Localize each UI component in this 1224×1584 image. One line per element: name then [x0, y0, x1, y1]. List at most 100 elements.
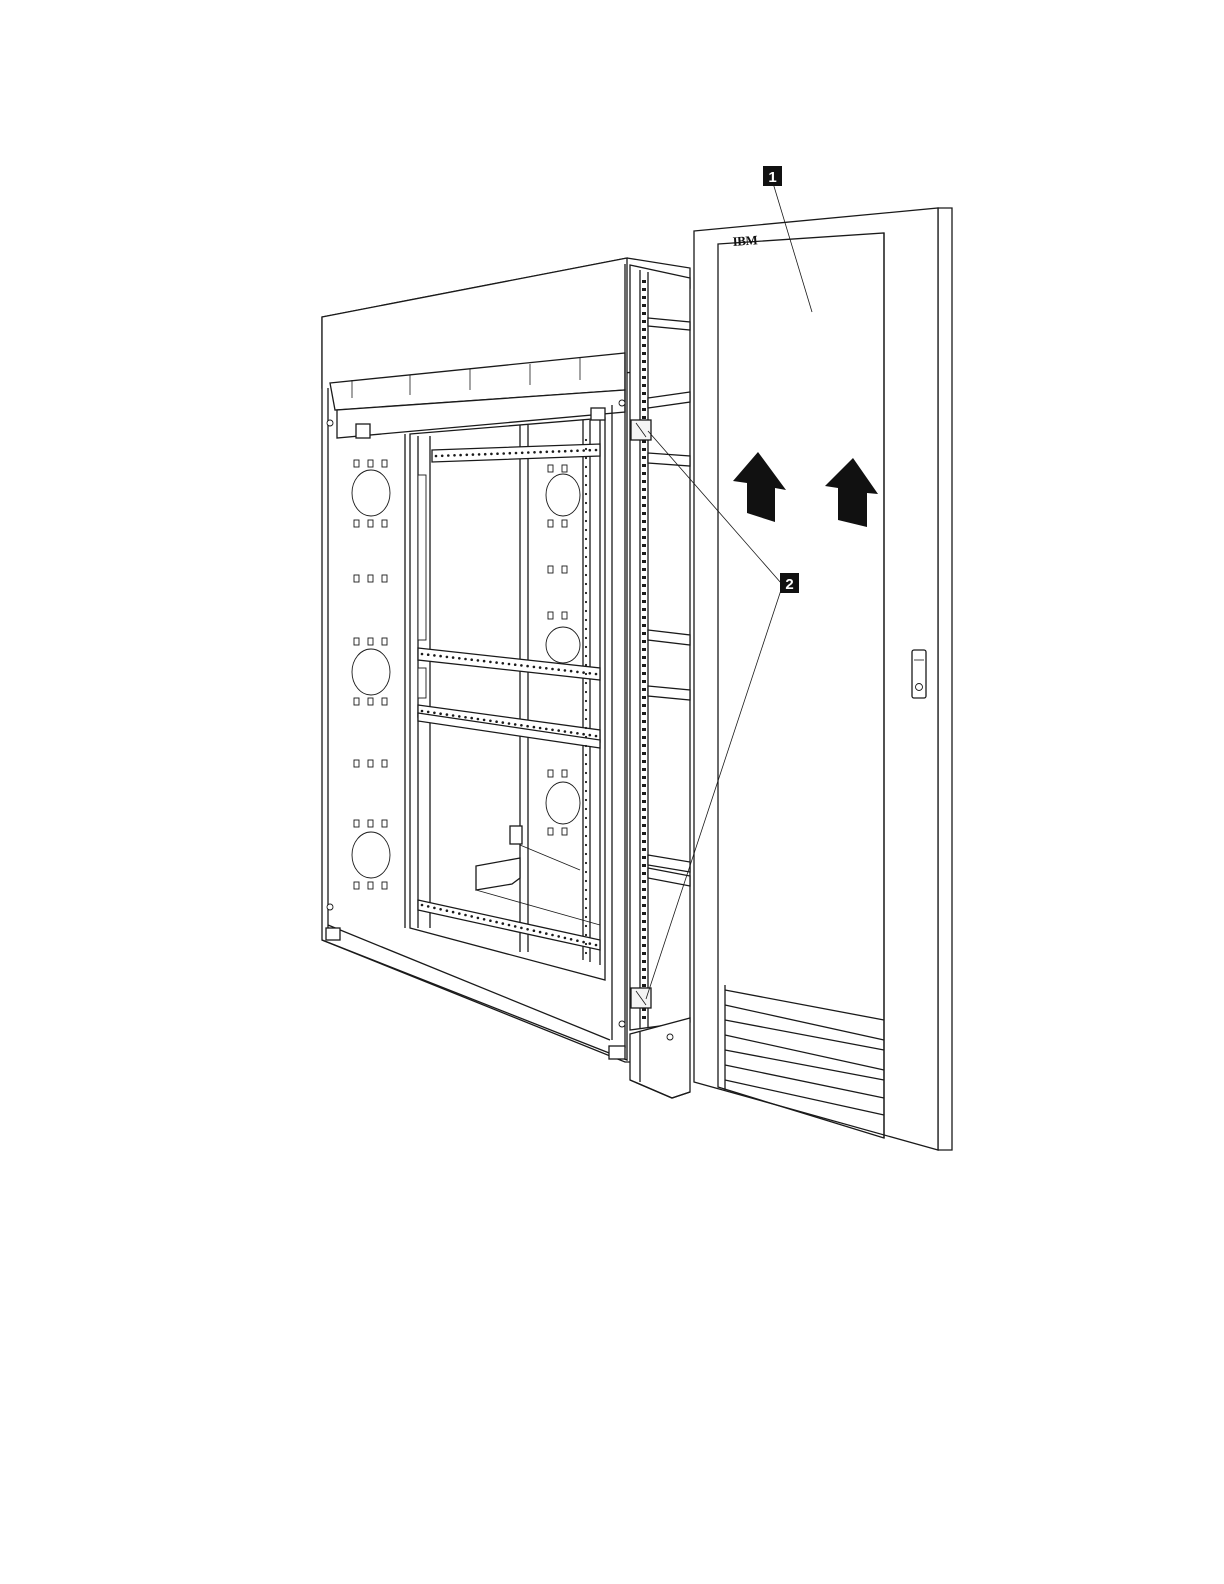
- perforation-dot: [496, 452, 499, 455]
- perforation-dot: [477, 917, 480, 920]
- perforation-dot: [433, 654, 436, 657]
- rail-hole: [642, 648, 646, 651]
- perforation-dot: [470, 717, 473, 720]
- perforation-dot: [539, 931, 542, 934]
- perforation-dot: [585, 682, 587, 684]
- perforation-dot: [576, 449, 579, 452]
- perforation-dot: [495, 720, 498, 723]
- perforation-dot: [558, 450, 561, 453]
- perforation-dot: [458, 912, 461, 915]
- rail-hole: [642, 504, 646, 507]
- perforation-dot: [483, 660, 486, 663]
- rail-hole: [642, 856, 646, 859]
- rail-hole: [642, 304, 646, 307]
- perforation-dot: [585, 628, 587, 630]
- perforation-dot: [470, 915, 473, 918]
- rail-hole: [642, 336, 646, 339]
- rail-hole: [642, 984, 646, 987]
- rail-hole: [642, 768, 646, 771]
- perforation-dot: [585, 925, 587, 927]
- perforation-dot: [570, 450, 573, 453]
- perforation-dot: [582, 941, 585, 944]
- rail-hole: [642, 496, 646, 499]
- rail-hole: [642, 760, 646, 763]
- perforation-dot: [452, 714, 455, 717]
- perforation-dot: [427, 711, 430, 714]
- rail-hole: [642, 328, 646, 331]
- perforation-dot: [557, 668, 560, 671]
- perforation-dot: [466, 454, 469, 457]
- rail-hole: [642, 800, 646, 803]
- rail-hole: [642, 824, 646, 827]
- perforation-dot: [520, 724, 523, 727]
- rail-hole: [642, 688, 646, 691]
- rail-hole: [642, 920, 646, 923]
- rail-hole: [642, 936, 646, 939]
- rail-hole: [642, 728, 646, 731]
- perforation-dot: [495, 661, 498, 664]
- rail-hole: [642, 288, 646, 291]
- perforation-dot: [585, 610, 587, 612]
- svg-text:IBM: IBM: [732, 232, 758, 249]
- perforation-dot: [458, 715, 461, 718]
- perforation-dot: [484, 453, 487, 456]
- rail-hole: [642, 368, 646, 371]
- perforation-dot: [539, 451, 542, 454]
- perforation-dot: [508, 924, 511, 927]
- perforation-dot: [585, 475, 587, 477]
- rail-hole: [642, 904, 646, 907]
- perforation-dot: [582, 733, 585, 736]
- perforation-dot: [446, 656, 449, 659]
- perforation-dot: [551, 934, 554, 937]
- perforation-dot: [570, 670, 573, 673]
- perforation-dot: [477, 718, 480, 721]
- rail-hole: [642, 408, 646, 411]
- perforation-dot: [495, 921, 498, 924]
- perforation-dot: [585, 700, 587, 702]
- perforation-dot: [515, 452, 518, 455]
- perforation-dot: [502, 721, 505, 724]
- perforation-dot: [585, 916, 587, 918]
- rail-hole: [642, 520, 646, 523]
- perforation-dot: [502, 922, 505, 925]
- perforation-dot: [585, 637, 587, 639]
- perforation-dot: [489, 661, 492, 664]
- rail-hole: [642, 968, 646, 971]
- perforation-dot: [585, 862, 587, 864]
- rail-hole: [642, 888, 646, 891]
- rail-hole: [642, 864, 646, 867]
- perforation-dot: [470, 658, 473, 661]
- perforation-dot: [595, 449, 598, 452]
- perforation-dot: [458, 657, 461, 660]
- perforation-dot: [585, 448, 587, 450]
- perforation-dot: [489, 720, 492, 723]
- perforation-dot: [514, 663, 517, 666]
- perforation-dot: [539, 666, 542, 669]
- rail-hole: [642, 416, 646, 419]
- perforation-dot: [427, 905, 430, 908]
- perforation-dot: [585, 484, 587, 486]
- rail-hole: [642, 912, 646, 915]
- perforation-dot: [520, 927, 523, 930]
- perforation-dot: [490, 453, 493, 456]
- rail-hole: [642, 840, 646, 843]
- perforation-dot: [477, 659, 480, 662]
- perforation-dot: [576, 939, 579, 942]
- perforation-dot: [585, 871, 587, 873]
- perforation-dot: [585, 790, 587, 792]
- perforation-dot: [545, 932, 548, 935]
- perforation-dot: [585, 655, 587, 657]
- rail-hole: [642, 544, 646, 547]
- perforation-dot: [576, 732, 579, 735]
- rail-hole: [642, 832, 646, 835]
- rail-hole: [642, 472, 646, 475]
- perforation-dot: [545, 728, 548, 731]
- perforation-dot: [421, 904, 424, 907]
- perforation-dot: [508, 663, 511, 666]
- perforation-dot: [533, 666, 536, 669]
- rail-hole: [642, 848, 646, 851]
- perforation-dot: [585, 799, 587, 801]
- perforation-dot: [589, 672, 592, 675]
- perforation-dot: [585, 529, 587, 531]
- perforation-dot: [585, 646, 587, 648]
